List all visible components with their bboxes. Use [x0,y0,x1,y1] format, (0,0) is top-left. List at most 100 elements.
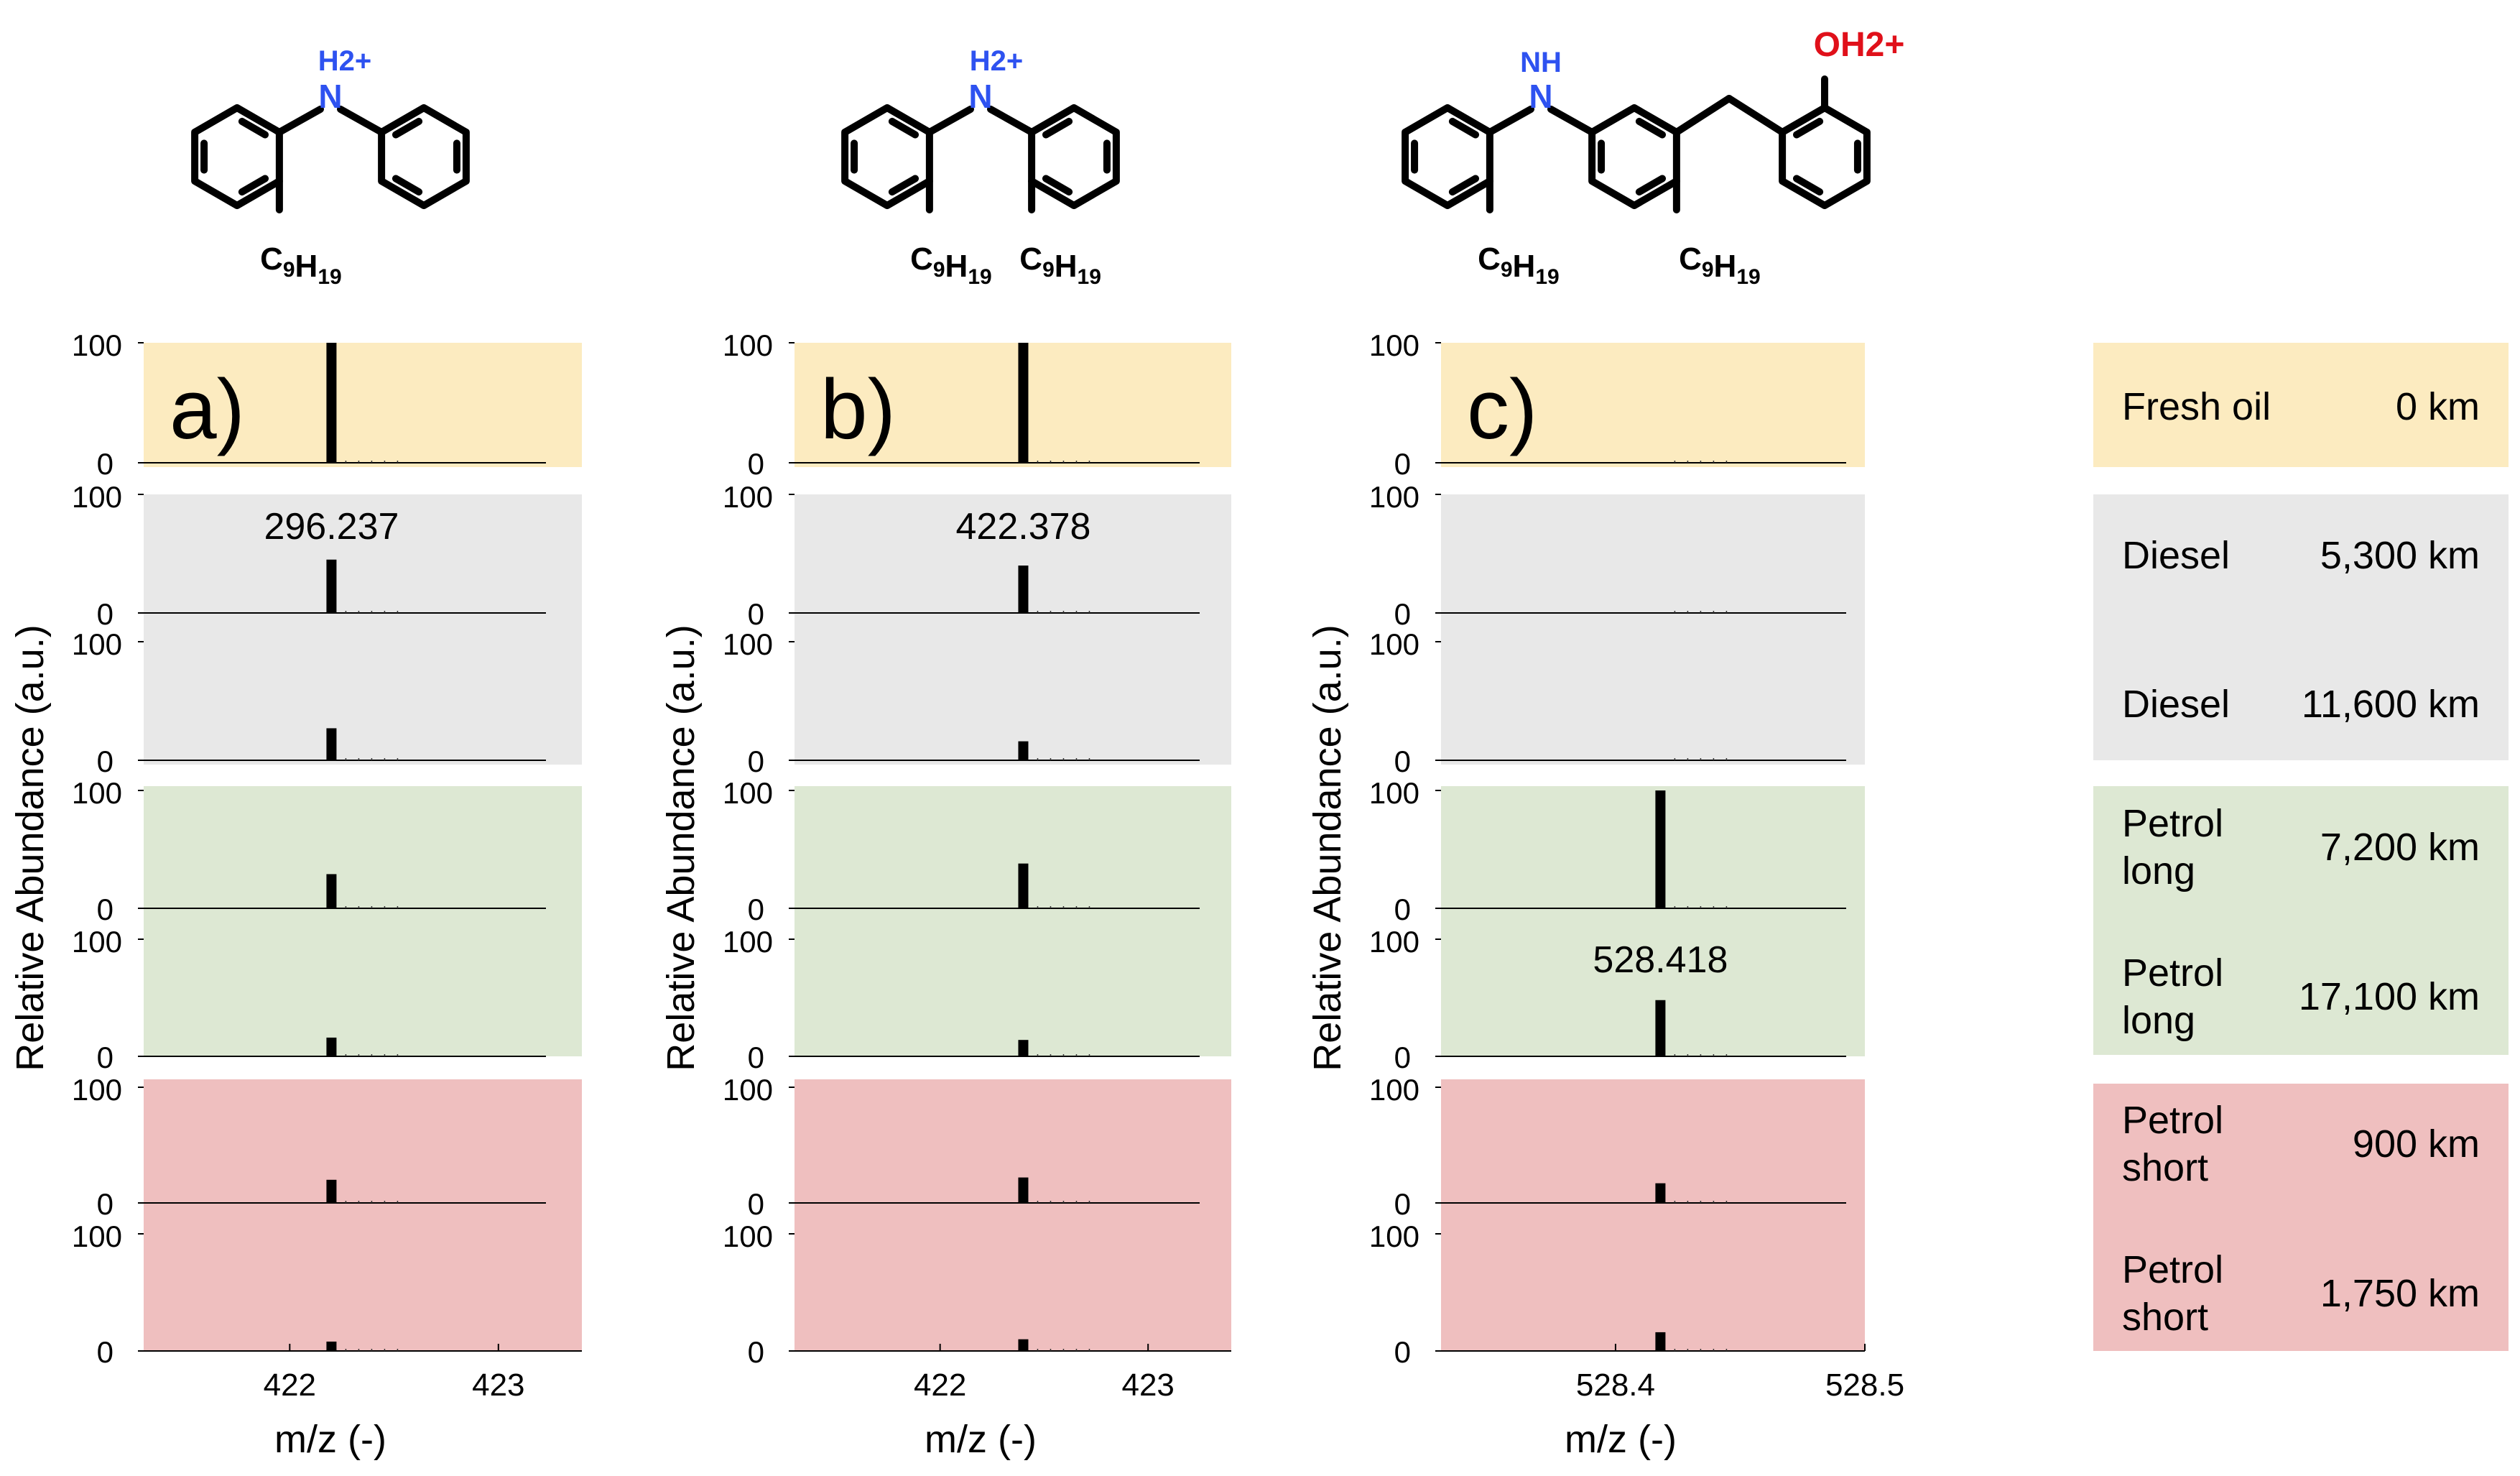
y-axis-label: Relative Abundance (a.u.) [9,624,52,1071]
y-tick-label-min: 0 [97,1335,114,1369]
ammonium-charge-label: H2+ [970,45,1024,77]
band-petrol_short-1 [795,1079,1231,1351]
peak-mass-label: 422.378 [955,506,1090,548]
legend-distance-label: 17,100 km [2298,975,2480,1018]
y-tick-label-min: 0 [748,892,764,926]
double-bond [1635,117,1667,139]
peak-bar [326,728,337,760]
panel-label: b) [820,362,896,457]
y-tick-label-min: 0 [748,744,764,778]
band-petrol_long-1 [795,786,1231,1056]
peak-bar [1655,1332,1666,1351]
peak-bar [1655,1183,1666,1203]
y-tick-label-max: 100 [72,776,122,810]
y-tick-label-max: 100 [72,328,122,362]
oxonium-charge-label: OH2+ [1814,26,1905,64]
double-bond [1792,117,1824,139]
y-tick-label-max: 100 [1369,1219,1419,1253]
double-bond [888,175,919,196]
y-tick-label-min: 0 [748,1041,764,1074]
y-tick-label-min: 0 [97,744,114,778]
band-fresh-2 [1441,343,1865,467]
y-tick-label-min: 0 [748,447,764,481]
y-tick-label-max: 100 [723,627,773,661]
band-diesel-2 [1441,494,1865,765]
single-bond [275,106,324,136]
y-tick-label-max: 100 [723,1219,773,1253]
y-tick-label-min: 0 [1394,892,1411,926]
double-bond [1042,175,1073,196]
band-fresh-1 [795,343,1231,467]
x-tick-label: 423 [1121,1367,1174,1403]
y-tick-label-min: 0 [97,892,114,926]
legend-condition-label: Diesel [2122,683,2231,726]
x-tick-label: 528.4 [1576,1367,1655,1403]
double-bond [1448,117,1480,139]
alkyl-substituent: C9H19 [1478,241,1560,289]
single-bond [1725,95,1787,136]
peak-bar [326,1179,337,1203]
y-tick-label-max: 100 [723,776,773,810]
spectrum-panel-2: 1000100010001000100010001000b)422.378422… [659,328,1231,1461]
double-bond [888,117,919,139]
double-bond [238,175,269,196]
y-tick-label-min: 0 [1394,744,1411,778]
y-tick-label-max: 100 [72,1219,122,1253]
y-tick-label-max: 100 [1369,480,1419,514]
spectrum-panel-3: 1000100010001000100010001000c)528.418528… [1306,328,1904,1461]
y-tick-label-max: 100 [723,1073,773,1107]
panel-label: a) [170,362,245,457]
x-axis-label: m/z (-) [274,1418,386,1461]
y-tick-label-min: 0 [1394,1041,1411,1074]
legend-distance-label: 5,300 km [2320,534,2480,577]
peak-bar [1018,863,1029,908]
y-tick-label-max: 100 [72,480,122,514]
double-bond [392,175,423,196]
spectra-plots: 1000100010001000100010001000a)296.237422… [9,328,1904,1461]
alkyl-substituent: C9H19 [1679,241,1761,289]
y-tick-label-min: 0 [97,1187,114,1221]
alkyl-substituent: C9H19 [910,241,992,289]
y-tick-label-max: 100 [1369,328,1419,362]
y-tick-label-max: 100 [723,925,773,959]
x-axis-label: m/z (-) [1565,1418,1677,1461]
amine-nh-label: NH [1520,47,1562,78]
x-axis-label: m/z (-) [925,1418,1037,1461]
alkyl-substituent: C9H19 [260,241,342,289]
y-axis-label: Relative Abundance (a.u.) [1306,624,1349,1071]
double-bond [392,117,423,139]
peak-bar [326,1341,337,1351]
peak-mass-label: 528.418 [1593,939,1728,981]
band-petrol_long-0 [144,786,582,1056]
peak-bar [1018,566,1029,613]
y-tick-label-min: 0 [748,597,764,631]
y-tick-label-max: 100 [1369,1073,1419,1107]
y-tick-label-min: 0 [97,597,114,631]
alkyl-substituent: C9H19 [1019,241,1101,289]
y-tick-label-max: 100 [723,480,773,514]
legend-distance-label: 7,200 km [2320,826,2480,869]
x-tick-label: 528.5 [1825,1367,1904,1403]
double-bond [1042,117,1073,139]
y-tick-label-max: 100 [723,328,773,362]
nitrogen-atom: N [318,78,342,115]
y-tick-label-min: 0 [1394,597,1411,631]
single-bond [1547,106,1596,136]
legend-distance-label: 0 km [2395,385,2480,428]
single-bond [337,106,386,136]
peak-bar [1018,741,1029,760]
single-bond [1486,106,1534,136]
panel-label: c) [1467,362,1537,457]
peak-bar [326,1037,337,1056]
y-tick-label-min: 0 [97,1041,114,1074]
y-axis-label: Relative Abundance (a.u.) [659,624,703,1071]
